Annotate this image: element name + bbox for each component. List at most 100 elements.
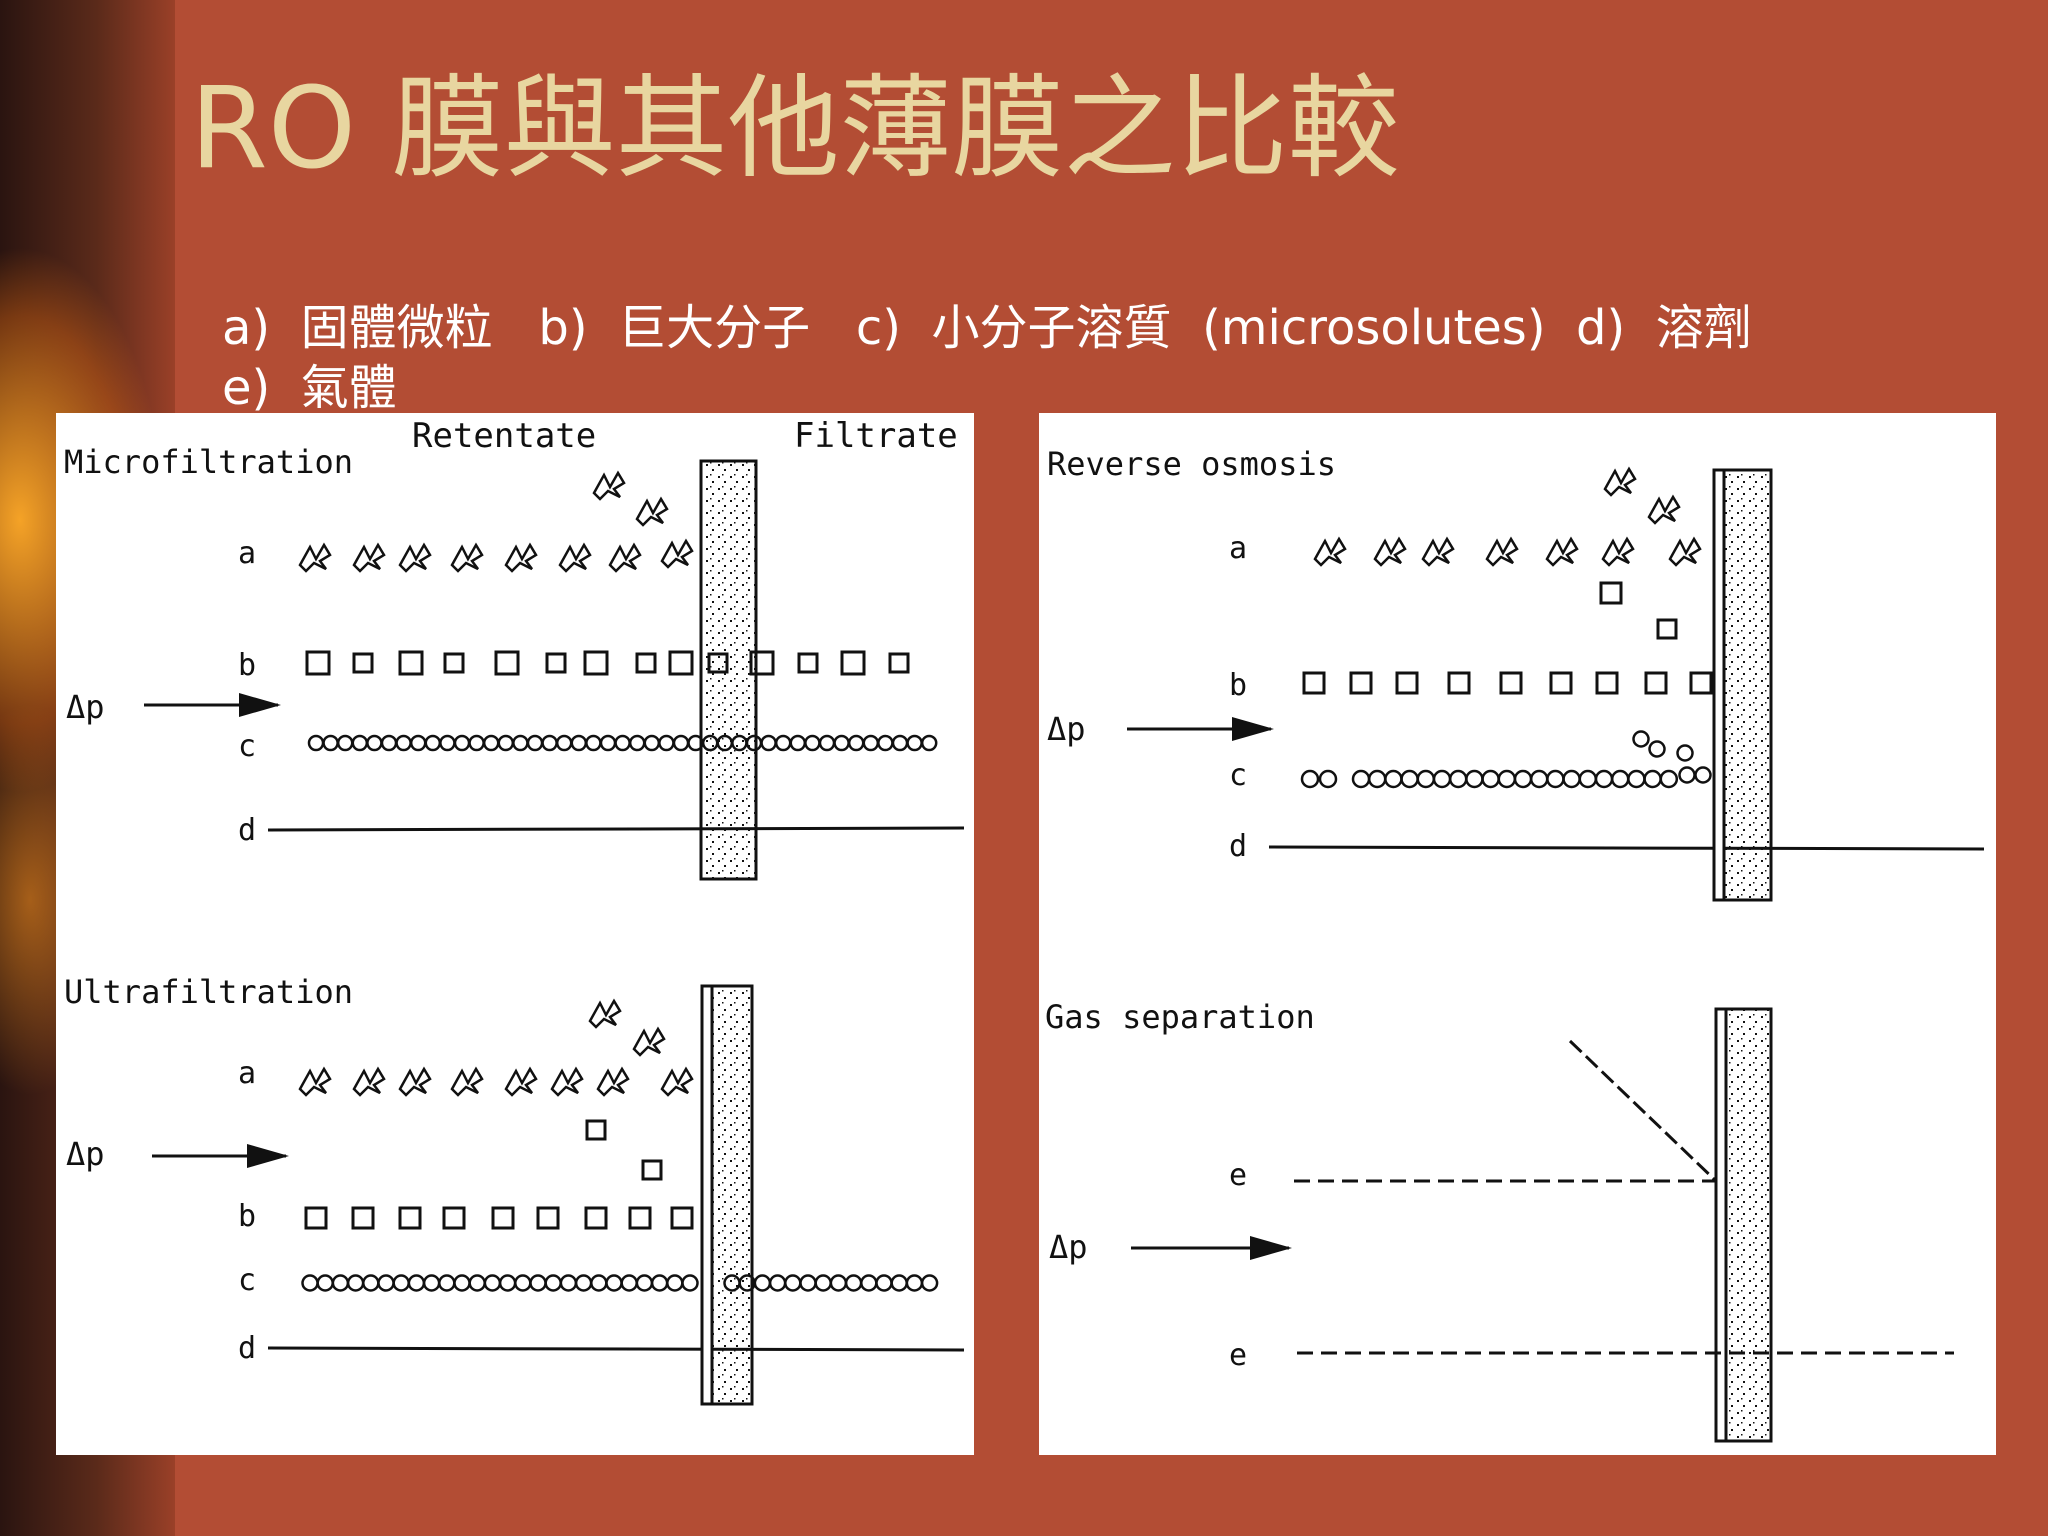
macromolecule-glyph: [1644, 671, 1668, 695]
particle-glyph: [298, 542, 332, 573]
microsolute-glyph: [1632, 730, 1650, 748]
reverse-osmosis-title: Reverse osmosis: [1047, 445, 1336, 483]
microsolute-glyph: [1676, 744, 1694, 762]
particle-glyph: [660, 538, 694, 569]
microsolute-glyph: [681, 1274, 699, 1292]
microsolute-glyph: [395, 734, 412, 752]
macromolecule-glyph: [352, 652, 374, 674]
left-diagram: Retentate Filtrate Microfiltration a b c…: [64, 416, 965, 1406]
microsolute-glyph: [905, 1274, 924, 1292]
microsolute-glyph: [307, 734, 325, 752]
particle-glyph: [1421, 536, 1455, 567]
microsolute-glyph: [1300, 769, 1320, 789]
microsolute-glyph: [439, 734, 456, 752]
particle-glyph: [450, 1066, 484, 1097]
macromolecule-glyph: [1689, 671, 1713, 695]
microsolute-glyph: [366, 734, 383, 752]
particle-glyph: [298, 1066, 332, 1097]
microsolute-glyph: [336, 734, 354, 752]
microsolute-glyph: [1529, 769, 1549, 789]
microfiltration-title: Microfiltration: [64, 443, 353, 481]
particle-glyph: [504, 542, 538, 573]
microsolute-glyph: [1367, 769, 1387, 789]
microsolute-glyph: [753, 1274, 772, 1292]
microsolute-glyph: [301, 1274, 319, 1292]
ro-label-a: a: [1229, 531, 1247, 566]
gas-pressure-label: Δp: [1049, 1228, 1088, 1266]
ro-particles: [1300, 466, 1713, 789]
microsolute-glyph: [1578, 769, 1598, 789]
microsolute-glyph: [860, 1274, 878, 1292]
microsolute-glyph: [1546, 769, 1565, 789]
microsolute-glyph: [635, 1274, 654, 1292]
microsolute-glyph: [541, 734, 558, 752]
micro-pressure-label: Δp: [66, 688, 105, 726]
microsolute-glyph: [362, 1274, 380, 1292]
macromolecule-glyph: [442, 1206, 466, 1230]
macromolecule-glyph: [494, 650, 520, 676]
macromolecule-glyph: [304, 1206, 328, 1230]
microsolute-glyph: [666, 1274, 684, 1292]
ultra-label-d: d: [238, 1331, 256, 1366]
filtrate-label: Filtrate: [794, 416, 958, 456]
microsolute-glyph: [1610, 769, 1630, 789]
microsolute-glyph: [322, 734, 339, 752]
microsolute-glyph: [570, 734, 588, 752]
microsolute-glyph: [862, 734, 880, 752]
particle-glyph: [450, 542, 484, 573]
particle-glyph: [1373, 536, 1407, 567]
microsolute-glyph: [514, 1274, 532, 1292]
macromolecule-glyph: [641, 1159, 663, 1181]
microsolute-glyph: [877, 734, 894, 752]
particle-glyph: [635, 496, 669, 527]
macromolecule-glyph: [1549, 671, 1573, 695]
microsolute-glyph: [628, 734, 646, 752]
macromolecule-glyph: [1447, 671, 1471, 695]
microsolute-glyph: [1384, 769, 1403, 789]
microsolute-glyph: [380, 734, 398, 752]
microsolute-glyph: [784, 1274, 802, 1292]
microsolute-glyph: [544, 1274, 562, 1292]
microsolute-glyph: [614, 734, 631, 752]
microsolute-glyph: [1513, 769, 1533, 789]
macromolecule-glyph: [545, 652, 567, 674]
gas-membrane: [1724, 1007, 1773, 1443]
microsolute-glyph: [1448, 769, 1468, 789]
macromolecule-glyph: [888, 652, 910, 674]
microsolute-glyph: [392, 1274, 410, 1292]
microsolute-glyph: [829, 1274, 848, 1292]
microsolute-glyph: [1562, 769, 1581, 789]
microsolute-glyph: [1400, 769, 1419, 789]
microsolute-glyph: [422, 1274, 441, 1292]
microsolute-glyph: [483, 1274, 502, 1292]
micro-label-c: c: [238, 729, 256, 764]
ultra-label-a: a: [238, 1056, 256, 1091]
particle-glyph: [596, 1066, 630, 1097]
macromolecule-glyph: [536, 1206, 560, 1230]
microsolute-glyph: [497, 734, 515, 752]
ro-label-c: c: [1229, 758, 1247, 793]
microsolute-glyph: [768, 1274, 787, 1292]
ultra-solvent-line: [267, 1346, 965, 1352]
macromolecule-glyph: [398, 650, 424, 676]
microsolute-glyph: [804, 734, 821, 752]
microsolute-glyph: [774, 734, 792, 752]
gas-path-reflected: [1568, 1039, 1718, 1183]
microsolute-glyph: [833, 734, 850, 752]
macromolecule-glyph: [670, 1206, 694, 1230]
particle-glyph: [398, 1066, 432, 1097]
particle-glyph: [1601, 536, 1635, 567]
microsolute-glyph: [643, 734, 661, 752]
retentate-label: Retentate: [412, 416, 596, 456]
macromolecule-glyph: [583, 650, 609, 676]
microsolute-glyph: [799, 1274, 817, 1292]
microsolute-glyph: [453, 1274, 471, 1292]
gas-label-e-bottom: e: [1229, 1338, 1247, 1373]
ultra-particles: [298, 998, 939, 1292]
slide-subtitle: a) 固體微粒 b) 巨大分子 c) 小分子溶質 (microsolutes) …: [222, 300, 1752, 416]
ultra-membrane: [710, 984, 754, 1406]
microsolute-glyph: [620, 1274, 638, 1292]
particle-glyph: [398, 542, 432, 573]
microsolute-glyph: [424, 734, 442, 752]
microsolute-glyph: [1627, 769, 1646, 789]
